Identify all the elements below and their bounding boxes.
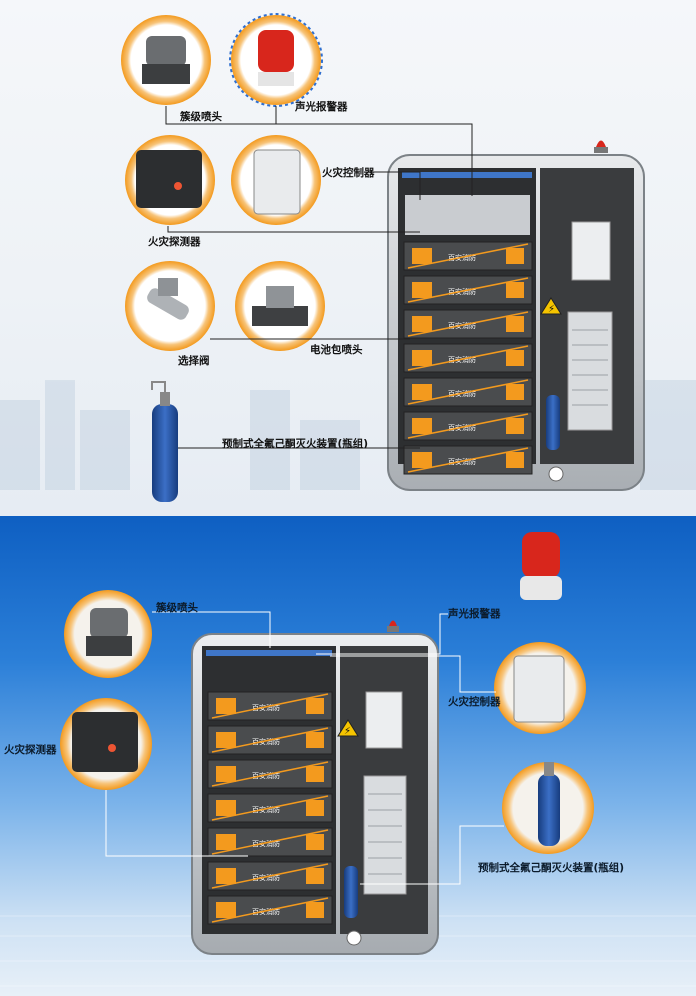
- leader-lines: [105, 611, 504, 885]
- extinguisher-bottle-icon: [151, 381, 178, 502]
- battery-cable: [407, 379, 529, 405]
- battery-cable: [211, 795, 329, 821]
- battery-terminal: [412, 350, 432, 366]
- battery-terminal: [506, 316, 524, 332]
- label-fire-controller: 火灾控制器: [448, 696, 501, 708]
- leader-lines: [165, 106, 473, 449]
- battery-terminal: [216, 800, 236, 816]
- battery-cable: [211, 693, 329, 719]
- label-alarm: 声光报警器: [448, 608, 501, 620]
- battery-cable: [407, 311, 529, 337]
- callout-alarm: [520, 532, 562, 600]
- battery-terminal: [306, 732, 324, 748]
- battery-terminal: [216, 766, 236, 782]
- battery-cable: [211, 727, 329, 753]
- battery-cable: [407, 277, 529, 303]
- battery-terminal: [412, 384, 432, 400]
- battery-terminal: [306, 834, 324, 850]
- battery-terminal: [412, 282, 432, 298]
- battery-terminal: [216, 834, 236, 850]
- bottom-panel: 百安消防百安消防百安消防百安消防百安消防百安消防百安消防 ⚡: [0, 516, 696, 996]
- battery-terminal: [306, 800, 324, 816]
- battery-terminal: [216, 902, 236, 918]
- high-voltage-sign-icon: ⚡: [540, 297, 562, 315]
- battery-terminal: [506, 384, 524, 400]
- battery-terminal: [306, 698, 324, 714]
- callout-selector-valve: [125, 261, 215, 351]
- battery-terminal: [506, 282, 524, 298]
- battery-terminal: [216, 868, 236, 884]
- label-pack-nozzle: 电池包喷头: [310, 344, 363, 356]
- battery-cable: [211, 863, 329, 889]
- battery-terminal: [506, 452, 524, 468]
- pressure-gauge-icon: [548, 466, 564, 482]
- battery-cable: [211, 897, 329, 923]
- callout-cluster-nozzle: [121, 15, 211, 105]
- callout-extinguisher: [502, 762, 594, 854]
- battery-cable: [407, 345, 529, 371]
- label-fire-detector: 火灾探测器: [4, 744, 57, 756]
- skyline-backdrop: [0, 380, 696, 490]
- fire-controller-unit: [405, 195, 530, 235]
- battery-terminal: [506, 418, 524, 434]
- callout-pack-nozzle: [235, 261, 325, 351]
- svg-text:⚡: ⚡: [548, 304, 555, 315]
- battery-terminal: [506, 248, 524, 264]
- battery-cable: [211, 761, 329, 787]
- battery-terminal: [412, 452, 432, 468]
- label-alarm: 声光报警器: [295, 101, 348, 113]
- callout-fire-detector: [60, 698, 152, 790]
- callout-fire-controller: [494, 642, 586, 734]
- label-extinguisher: 预制式全氟己酮灭火装置(瓶组): [222, 438, 369, 450]
- label-cluster-nozzle: 簇级喷头: [156, 602, 198, 614]
- battery-terminal: [412, 248, 432, 264]
- battery-terminal: [216, 732, 236, 748]
- battery-terminal: [506, 350, 524, 366]
- air-conditioner: [567, 311, 613, 431]
- battery-cable: [211, 829, 329, 855]
- cabinet-extinguisher-cylinder: [546, 395, 560, 450]
- battery-terminal: [306, 902, 324, 918]
- callout-alarm: [229, 13, 323, 107]
- pressure-gauge-icon: [346, 930, 362, 946]
- callout-fire-controller: [231, 135, 321, 225]
- svg-text:⚡: ⚡: [344, 726, 351, 737]
- battery-terminal: [216, 698, 236, 714]
- label-fire-detector: 火灾探测器: [148, 236, 201, 248]
- label-selector-valve: 选择阀: [178, 355, 210, 367]
- alarm-beacon-icon: [594, 140, 608, 153]
- battery-terminal: [412, 418, 432, 434]
- control-module: [571, 221, 611, 281]
- battery-cable: [407, 413, 529, 439]
- cabinet-extinguisher-cylinder: [344, 866, 358, 918]
- battery-cable: [407, 447, 529, 473]
- battery-terminal: [412, 316, 432, 332]
- callout-fire-detector: [125, 135, 215, 225]
- callout-cluster-nozzle: [64, 590, 152, 678]
- label-fire-controller: 火灾控制器: [322, 167, 375, 179]
- top-panel: 百安消防百安消防百安消防百安消防百安消防百安消防百安消防 ⚡: [0, 0, 696, 516]
- control-module: [365, 691, 403, 749]
- label-cluster-nozzle: 簇级喷头: [180, 111, 222, 123]
- label-extinguisher: 预制式全氟己酮灭火装置(瓶组): [478, 862, 625, 874]
- battery-terminal: [306, 868, 324, 884]
- alarm-beacon-icon: [387, 620, 399, 632]
- battery-terminal: [306, 766, 324, 782]
- high-voltage-sign-icon: ⚡: [337, 719, 359, 737]
- battery-cable: [407, 243, 529, 269]
